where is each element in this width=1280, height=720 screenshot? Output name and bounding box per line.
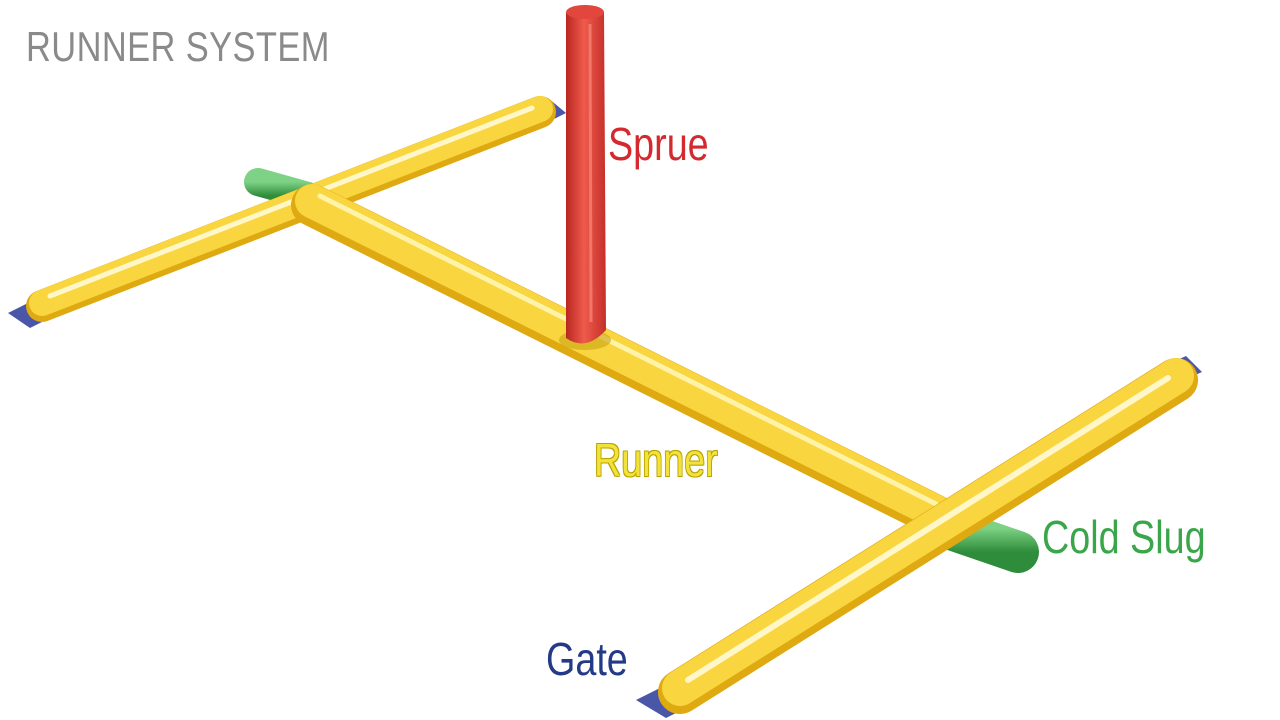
sprue-highlight xyxy=(588,23,593,323)
diagram-title: RUNNER SYSTEM xyxy=(26,23,330,70)
runner-label: Runner xyxy=(594,434,718,486)
runners xyxy=(26,96,1198,714)
runner-main-highlight xyxy=(317,193,939,507)
runner-main-body xyxy=(295,184,961,533)
runner-branch-upper-highlight xyxy=(47,105,535,299)
runner-branch-upper-body xyxy=(29,96,553,316)
sprue-label: Sprue xyxy=(608,118,709,170)
gate-label: Gate xyxy=(546,633,628,685)
runner-branch-lower-highlight xyxy=(685,375,1171,683)
sprue-body xyxy=(566,12,606,344)
cold-slug-label: Cold Slug xyxy=(1042,511,1206,563)
sprue xyxy=(559,5,611,350)
sprue-top xyxy=(566,5,604,19)
